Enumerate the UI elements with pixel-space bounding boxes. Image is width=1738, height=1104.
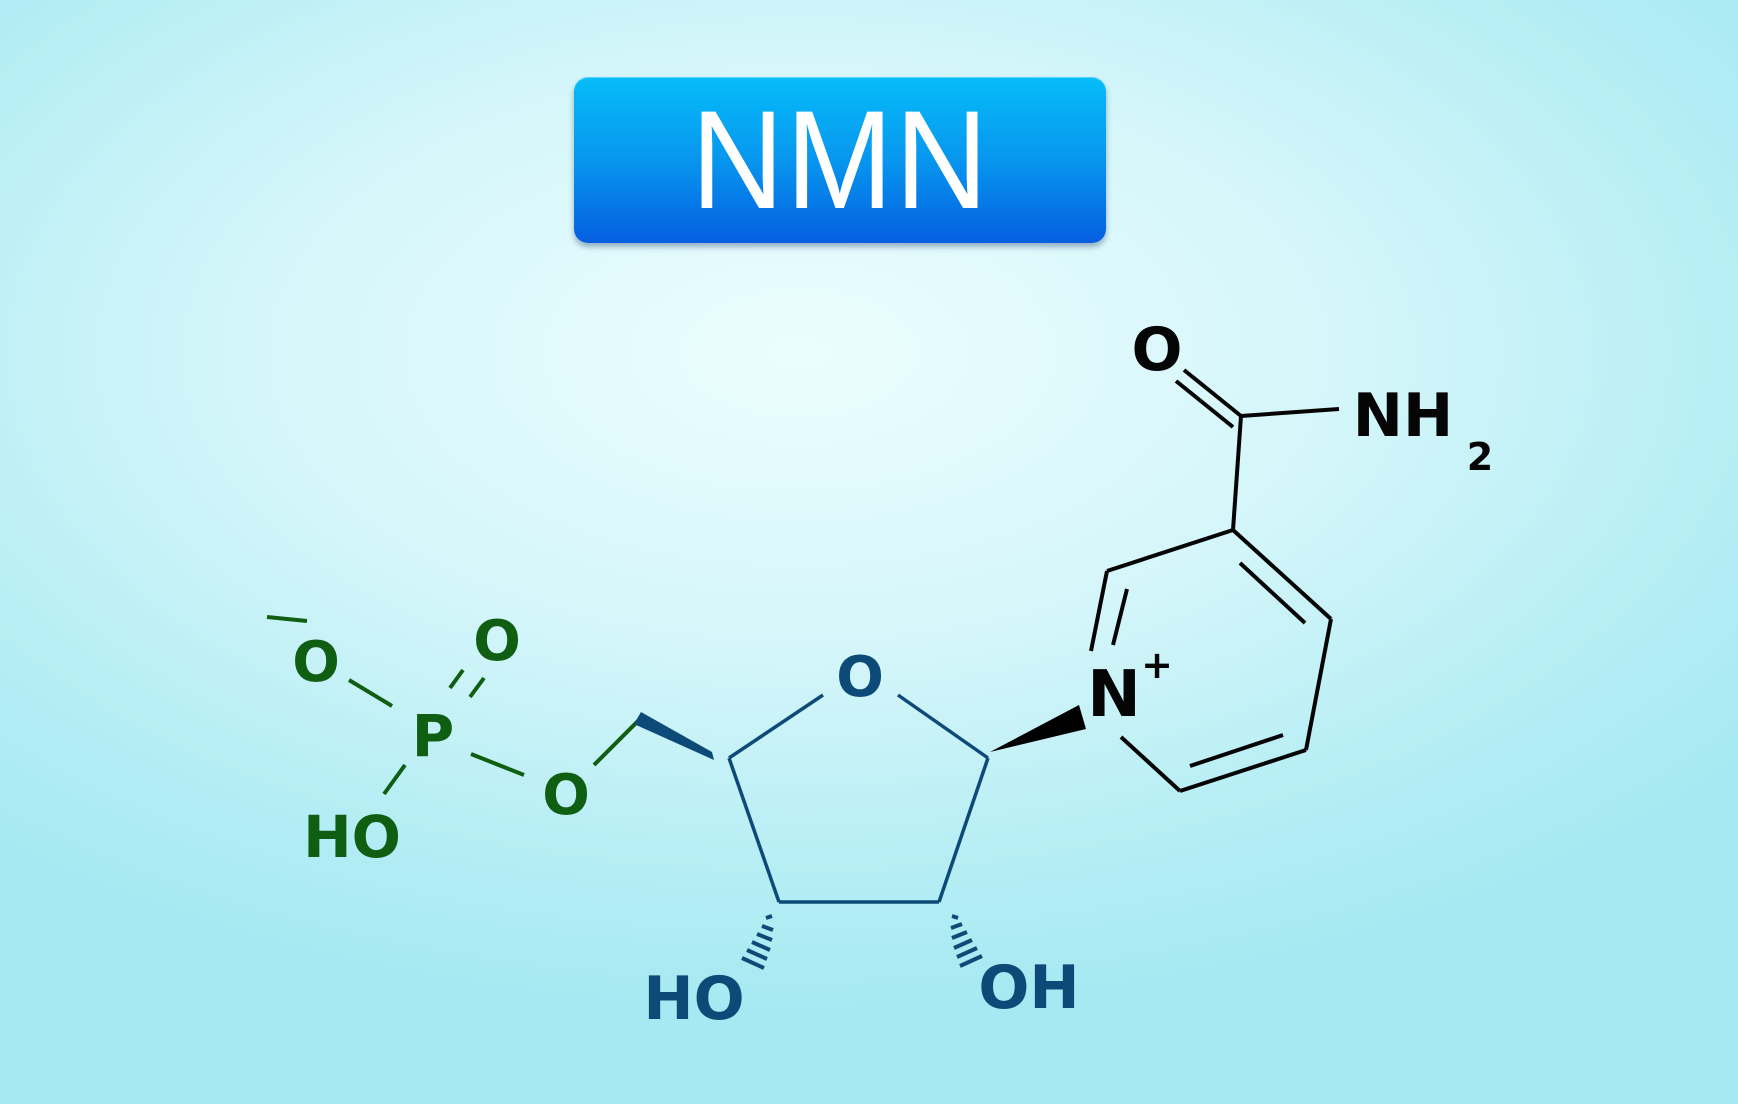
o-minus-charge-bar xyxy=(266,615,308,623)
ho-phosphate-label: HO xyxy=(303,803,401,871)
bond-c3-c4 xyxy=(727,757,781,903)
bond-p-obridge xyxy=(470,752,525,777)
hash-bond-c3-ho xyxy=(741,914,774,970)
n-plus-label: N xyxy=(1087,658,1141,732)
nh-subscript-label: 2 xyxy=(1467,435,1493,479)
o-bridge-label: O xyxy=(542,763,590,828)
bond-p-ho xyxy=(382,763,407,796)
wedge-c1-n xyxy=(990,705,1086,752)
nicotinamide-labels: N + O NH 2 xyxy=(1087,315,1493,732)
ribose-ring xyxy=(634,693,990,904)
wedge-ch2-c4 xyxy=(634,712,714,760)
amide-group xyxy=(1174,368,1340,531)
bond-ominus-p xyxy=(347,678,394,708)
ribose-labels: O HO OH xyxy=(643,645,1079,1034)
n-charge-label: + xyxy=(1141,643,1173,687)
carbonyl-o-label: O xyxy=(1131,315,1182,385)
oh-ribose-label: OH xyxy=(978,953,1079,1023)
ring-o-label: O xyxy=(836,645,884,710)
bond-c1-c2 xyxy=(937,757,990,903)
o-double-label: O xyxy=(473,609,521,674)
bond-oring-c1 xyxy=(896,693,990,760)
p-label: P xyxy=(412,702,455,770)
title-badge: NMN xyxy=(574,77,1106,243)
title-text: NMN xyxy=(690,81,990,238)
o-minus-label: O xyxy=(292,630,340,695)
bond-p-o-double-a xyxy=(448,668,465,690)
nh-label: NH xyxy=(1353,381,1453,451)
pyridinium-ring xyxy=(1089,528,1333,793)
hash-bond-c2-oh xyxy=(950,914,983,968)
phosphate-labels: O O P HO O xyxy=(292,609,590,871)
bond-p-o-double-b xyxy=(468,676,486,699)
bond-c4-oring xyxy=(728,693,824,760)
ho-ribose-label: HO xyxy=(643,964,744,1034)
